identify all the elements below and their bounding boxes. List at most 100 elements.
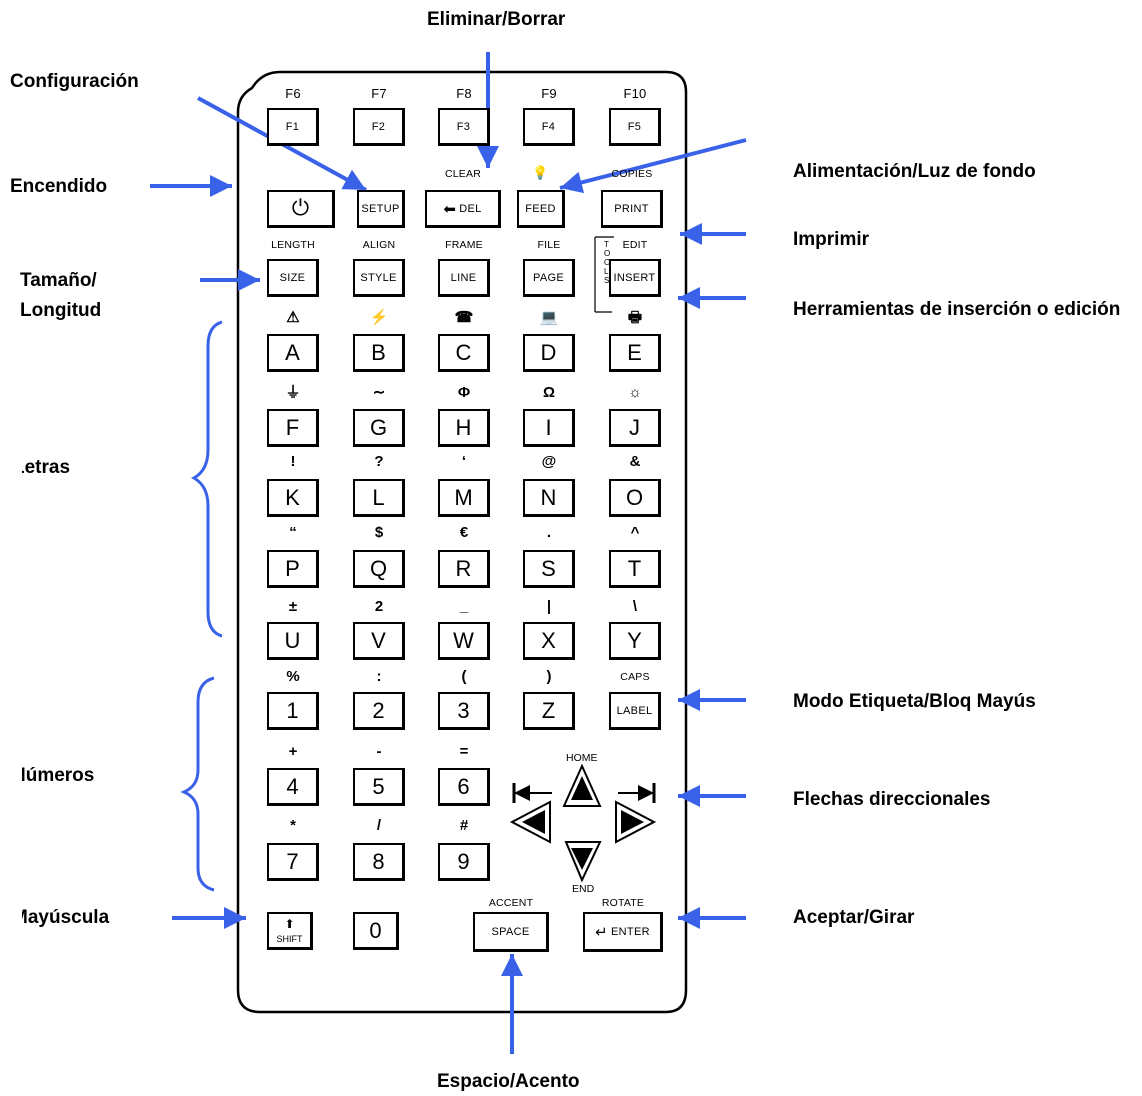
key-2[interactable]: 2 <box>353 692 405 730</box>
key-s[interactable]: S <box>523 550 575 588</box>
key-page[interactable]: PAGE <box>523 259 575 297</box>
callout-herramientas: Herramientas de inserción o edición <box>793 299 1121 320</box>
key-c[interactable]: C <box>438 334 490 372</box>
key-b[interactable]: B <box>353 334 405 372</box>
key-i[interactable]: I <box>523 409 575 447</box>
secondary-label: @ <box>541 453 557 470</box>
key-f[interactable]: F <box>267 409 319 447</box>
key-r[interactable]: R <box>438 550 490 588</box>
key-f2[interactable]: F2 <box>353 108 405 146</box>
key-label: X <box>541 627 556 653</box>
key-z[interactable]: Z <box>523 692 575 730</box>
callout-imprimir: Imprimir <box>793 229 870 250</box>
key-label: SETUP <box>361 202 400 215</box>
key-t[interactable]: T <box>609 550 661 588</box>
key-print[interactable]: PRINT <box>601 190 663 228</box>
key-q[interactable]: Q <box>353 550 405 588</box>
key-f4[interactable]: F4 <box>523 108 575 146</box>
key-f5[interactable]: F5 <box>609 108 661 146</box>
key-space[interactable]: SPACE <box>473 912 549 952</box>
secondary-label: ROTATE <box>601 897 645 909</box>
key-h[interactable]: H <box>438 409 490 447</box>
arrow-mayuscula-head <box>224 907 246 929</box>
lightbulb-icon: 💡 <box>532 166 549 181</box>
key-k[interactable]: K <box>267 479 319 517</box>
callout-aceptar: Aceptar/Girar <box>793 907 915 928</box>
secondary-label: $ <box>374 524 384 541</box>
key-6[interactable]: 6 <box>438 768 490 806</box>
tools-bracket <box>594 236 614 313</box>
secondary-label: LENGTH <box>271 239 315 251</box>
key-shift[interactable]: ⬆SHIFT <box>267 912 313 950</box>
key-y[interactable]: Y <box>609 622 661 660</box>
secondary-label: FILE <box>537 239 561 251</box>
key-n[interactable]: N <box>523 479 575 517</box>
key-a[interactable]: A <box>267 334 319 372</box>
key-3[interactable]: 3 <box>438 692 490 730</box>
key-l[interactable]: L <box>353 479 405 517</box>
key-0[interactable]: 0 <box>353 912 399 950</box>
key-g[interactable]: G <box>353 409 405 447</box>
key-label: A <box>285 339 300 365</box>
key-label: M <box>454 484 473 510</box>
key-insert[interactable]: INSERT <box>609 259 661 297</box>
key-label: U <box>284 627 301 653</box>
key-label: B <box>371 339 386 365</box>
key-4[interactable]: 4 <box>267 768 319 806</box>
key-del[interactable]: ⬅DEL <box>425 190 501 228</box>
key-label[interactable]: LABEL <box>609 692 661 730</box>
key-p[interactable]: P <box>267 550 319 588</box>
key-d[interactable]: D <box>523 334 575 372</box>
key-label: Y <box>627 627 642 653</box>
key-5[interactable]: 5 <box>353 768 405 806</box>
key-f1[interactable]: F1 <box>267 108 319 146</box>
key-label: I <box>545 414 552 440</box>
key-label: LABEL <box>616 704 653 717</box>
key-label: H <box>455 414 472 440</box>
key-label: Z <box>541 697 556 723</box>
key-1[interactable]: 1 <box>267 692 319 730</box>
key-setup[interactable]: SETUP <box>357 190 405 228</box>
key-label: C <box>455 339 472 365</box>
arrow-espacio-head <box>501 954 523 976</box>
key-label: Q <box>369 555 388 581</box>
callout-espacio: Espacio/Acento <box>437 1071 580 1092</box>
key-f3[interactable]: F3 <box>438 108 490 146</box>
secondary-label: = <box>459 743 469 760</box>
key-style[interactable]: STYLE <box>353 259 405 297</box>
key-8[interactable]: 8 <box>353 843 405 881</box>
key-u[interactable]: U <box>267 622 319 660</box>
secondary-label: ? <box>374 453 384 470</box>
secondary-label: COPIES <box>611 168 653 180</box>
key-sub-label: SHIFT <box>276 934 303 944</box>
key-7[interactable]: 7 <box>267 843 319 881</box>
power-icon: ⏻ <box>291 196 310 221</box>
key-size[interactable]: SIZE <box>267 259 319 297</box>
callout-arrows <box>150 52 747 1054</box>
letters-brace <box>190 320 223 638</box>
key-j[interactable]: J <box>609 409 661 447</box>
secondary-label: 💻 <box>539 309 559 326</box>
arrow-modo-head <box>678 689 700 711</box>
key-9[interactable]: 9 <box>438 843 490 881</box>
key-o[interactable]: O <box>609 479 661 517</box>
key-label: PAGE <box>533 271 564 284</box>
key-label: J <box>629 414 640 440</box>
key-w[interactable]: W <box>438 622 490 660</box>
secondary-label: ( <box>461 668 467 685</box>
secondary-label: ALIGN <box>362 239 396 251</box>
secondary-label: : <box>376 668 382 685</box>
secondary-label: Φ <box>457 384 471 401</box>
home-left-arrowhead <box>514 785 530 801</box>
key-e[interactable]: E <box>609 334 661 372</box>
key-feed[interactable]: 💡FEED <box>517 166 565 228</box>
key-enter[interactable]: ↵ENTER <box>583 912 663 952</box>
key-x[interactable]: X <box>523 622 575 660</box>
key-label: 8 <box>372 848 385 874</box>
key-power-icon[interactable]: ⏻ <box>267 190 335 228</box>
secondary-label: ∼ <box>372 384 386 401</box>
key-label: 7 <box>286 848 299 874</box>
key-m[interactable]: M <box>438 479 490 517</box>
key-line[interactable]: LINE <box>438 259 490 297</box>
key-v[interactable]: V <box>353 622 405 660</box>
